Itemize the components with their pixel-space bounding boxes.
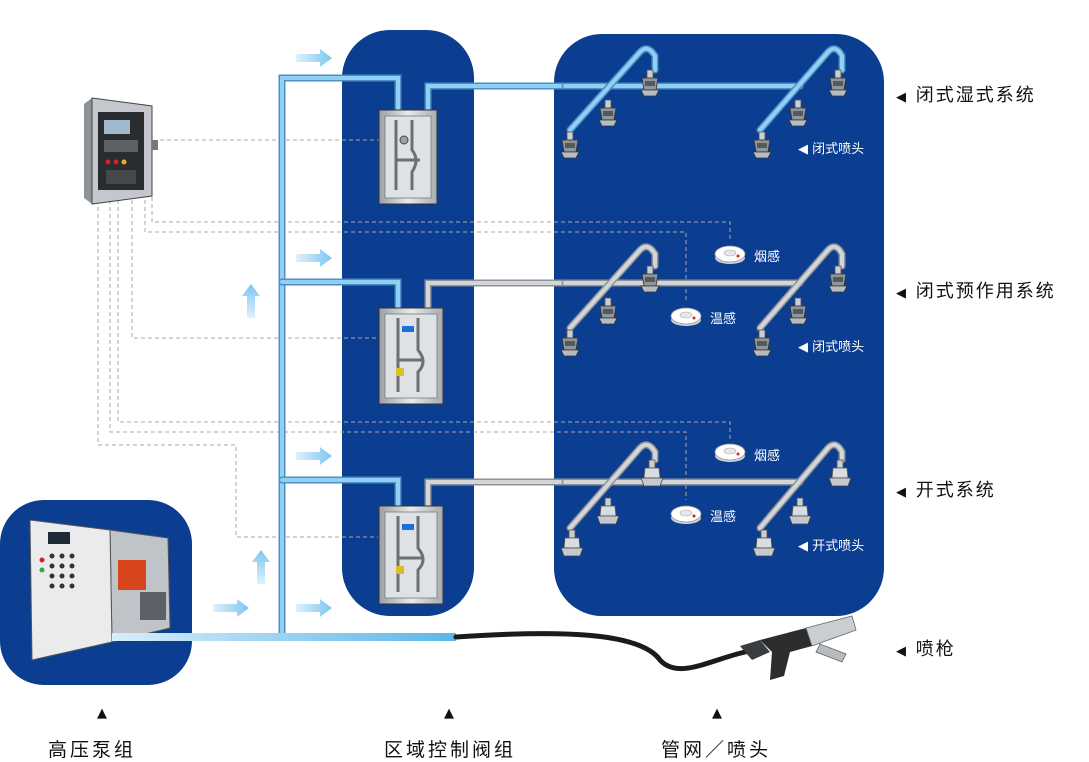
pump-label: 高压泵组 xyxy=(48,739,137,761)
preaction-system-text: 闭式预作用系统 xyxy=(915,281,1056,302)
up-marker-icon: ▲ xyxy=(97,706,107,721)
spray-gun-label: ◀ 喷枪 xyxy=(896,635,956,661)
valve-cabinet-1 xyxy=(378,109,438,205)
high-pressure-pump-unit xyxy=(29,519,171,661)
open-nozzle-text: 开式喷头 xyxy=(812,539,865,554)
heat-detector-label-1: 温感 xyxy=(710,312,737,327)
wet-system-text: 闭式湿式系统 xyxy=(915,85,1036,106)
heat-detector-label-2: 温感 xyxy=(710,510,737,525)
left-marker-icon: ◀ xyxy=(896,90,908,105)
open-system-pipes xyxy=(561,441,846,532)
spray-gun-text: 喷枪 xyxy=(915,639,956,660)
outlet-pipes xyxy=(424,82,569,512)
closed-nozzle-label-1: ◀ 闭式喷头 xyxy=(798,138,864,157)
left-marker-icon: ◀ xyxy=(896,286,908,301)
main-water-pipes xyxy=(278,74,402,636)
up-marker-icon: ▲ xyxy=(444,706,454,721)
valve-group-label: 区域控制阀组 xyxy=(384,739,517,761)
supply-pipe xyxy=(112,633,456,641)
smoke-detector-label-1: 烟感 xyxy=(754,250,781,265)
spray-hose xyxy=(453,631,748,671)
open-nozzle-label: ◀ 开式喷头 xyxy=(798,535,864,554)
left-marker-icon: ◀ xyxy=(798,340,808,355)
up-marker-icon: ▲ xyxy=(712,706,722,721)
left-marker-icon: ◀ xyxy=(798,142,808,157)
spray-gun xyxy=(740,615,857,680)
left-marker-icon: ◀ xyxy=(896,644,908,659)
closed-nozzle-text: 闭式喷头 xyxy=(812,340,865,355)
open-system-label: ◀ 开式系统 xyxy=(896,476,996,502)
control-wiring xyxy=(97,139,731,538)
pipe-network-panel xyxy=(554,34,884,616)
fire-control-panel xyxy=(84,97,158,205)
preaction-system-pipes xyxy=(561,243,846,332)
preaction-system-label: ◀ 闭式预作用系统 xyxy=(896,277,1056,303)
wet-system-label: ◀ 闭式湿式系统 xyxy=(896,81,1036,107)
pipe-network-label: 管网／喷头 xyxy=(661,739,772,761)
left-marker-icon: ◀ xyxy=(798,539,808,554)
closed-nozzle-label-2: ◀ 闭式喷头 xyxy=(798,336,864,355)
smoke-detector-label-2: 烟感 xyxy=(754,449,781,464)
valve-cabinet-3 xyxy=(378,505,444,605)
open-system-text: 开式系统 xyxy=(915,480,996,501)
flow-arrows xyxy=(213,49,332,617)
left-marker-icon: ◀ xyxy=(896,485,908,500)
wet-system-pipes xyxy=(561,45,846,134)
closed-nozzle-text: 闭式喷头 xyxy=(812,142,865,157)
valve-cabinet-2 xyxy=(378,307,444,405)
